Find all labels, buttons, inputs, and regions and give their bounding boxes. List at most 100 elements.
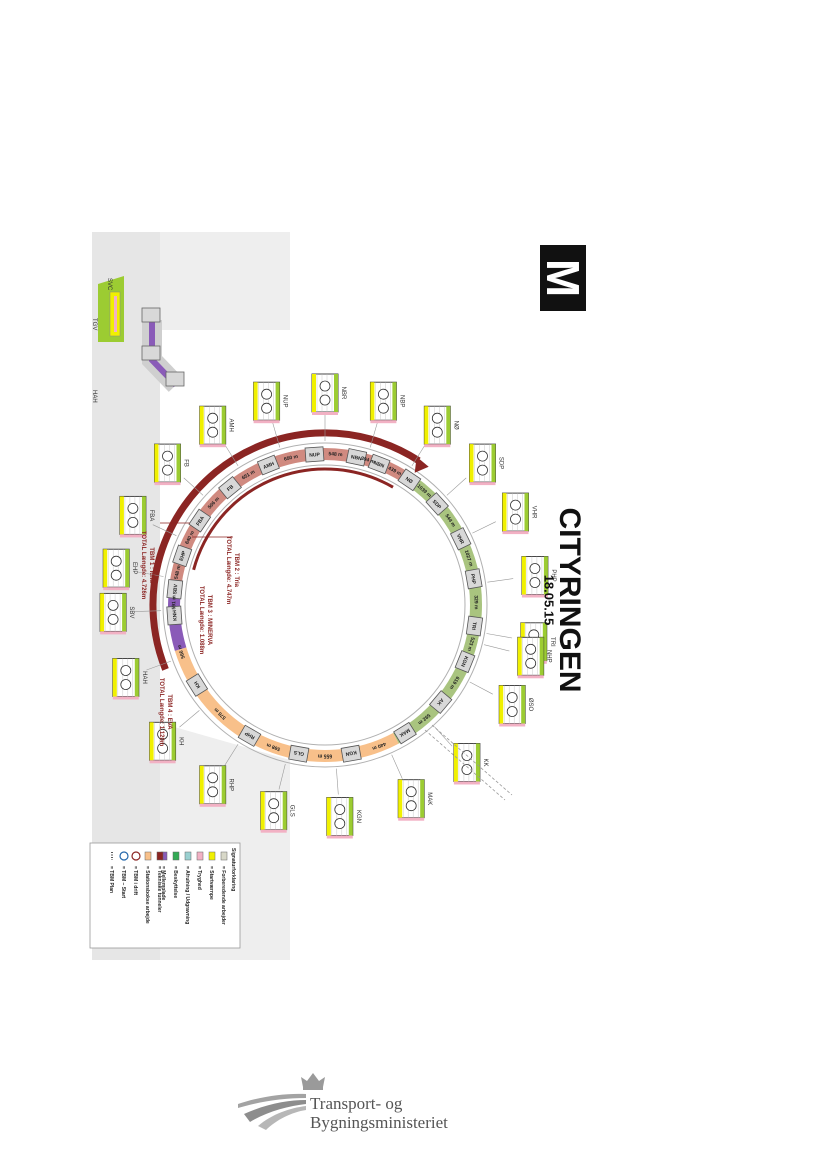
station-shaft: NØ <box>423 405 458 448</box>
legend-swatch <box>196 851 204 861</box>
ring-station-label: NBN <box>350 454 362 462</box>
ring-station: AMH <box>256 454 280 476</box>
distance-label: 640 m <box>184 530 196 546</box>
ring-station-label: VHR <box>455 533 465 545</box>
legend-swatch <box>119 851 129 861</box>
station-shaft-label: AMH <box>228 419 234 432</box>
station-shaft: SDP <box>469 443 504 486</box>
station-shaft-label: NØ <box>452 421 458 430</box>
legend-item-label: = Afrulning / Udgravning <box>184 866 190 924</box>
ring-station-label: KNH <box>172 609 179 621</box>
station-shaft: EHP <box>102 548 137 591</box>
green-segment <box>393 476 482 744</box>
ring-station: SDP <box>425 492 449 516</box>
tbm-note-2: TBM 2 : Tria TOTAL Længde: 4.747m <box>225 536 239 604</box>
branch-station-knb <box>165 371 185 387</box>
legend-swatch <box>172 851 180 861</box>
station-shaft: HAH <box>112 658 147 700</box>
station-shaft-label: EHP <box>131 562 137 574</box>
branch-line: TGV SVC HAH <box>91 276 185 403</box>
ring-station: RHP <box>237 724 262 747</box>
station-shaft-label: ØSO <box>527 698 533 712</box>
station-shaft: VHR <box>502 492 537 535</box>
station-shaft-label: PHP <box>550 569 556 581</box>
ring-station: NBN <box>345 448 368 467</box>
ring-station: KGN <box>340 744 362 763</box>
distance-label: 548 m <box>173 564 182 580</box>
ring-station-label: FBA <box>195 515 206 527</box>
station-shaft: PHP <box>521 556 556 598</box>
ring-station-label: NØ <box>404 476 414 485</box>
legend-swatch <box>208 851 216 861</box>
station-shaft-label: KK <box>482 758 488 766</box>
branch-station-tgv <box>141 307 161 323</box>
station-shafts: SBVEHPFBAFBAMHNUPNBRNBPNØSDPVHRPHPTRIØSO… <box>99 373 556 839</box>
ring-station: SBV <box>166 579 184 600</box>
station-shaft-label: FB <box>183 459 189 467</box>
station-shaft-label: NBP <box>398 395 404 407</box>
ring-station-label: TRI <box>470 621 477 630</box>
svg-text:TOTAL Længde: 1.088m: TOTAL Længde: 1.088m <box>198 586 204 654</box>
ring-station-label: PHP <box>469 573 477 585</box>
station-shaft-label: SDP <box>498 457 504 469</box>
ring-station-label: KGN <box>459 655 469 668</box>
ring-station-label: GLS <box>293 749 305 757</box>
station-shaft-label: FBA <box>148 510 154 522</box>
ring-station-label: SBV <box>172 583 179 595</box>
ring-station-label: NBN <box>373 460 386 470</box>
ministry-line2: Bygningsministeriet <box>310 1113 448 1132</box>
svg-text:TBM 3 : MINERVA: TBM 3 : MINERVA <box>206 595 212 646</box>
legend-title: Signaturforklaring <box>230 848 236 891</box>
legend-item-label: = TBM Plan <box>108 866 114 893</box>
station-shaft: FBA <box>119 495 154 538</box>
ring-station: KNH <box>166 605 183 626</box>
legend-item-label: = TBM – Start <box>120 866 126 898</box>
distance-label: 1027 m <box>463 549 474 568</box>
legend-swatch <box>156 851 164 861</box>
branch-shaft-hah: HAH <box>91 390 97 403</box>
metro-logo: M <box>537 245 589 311</box>
station-shaft: KH <box>149 721 184 764</box>
station-shaft-label: VHR <box>531 506 537 519</box>
station-shaft: NUP <box>253 381 288 424</box>
ring-station: KH <box>185 673 209 697</box>
ring-station: TRI <box>465 615 484 637</box>
tbm1-arrowhead <box>414 456 429 473</box>
ring-station: PHP <box>464 568 483 590</box>
station-shaft: KGN <box>326 797 361 839</box>
ring-station-label: SDP <box>431 499 443 511</box>
ministry-line1: Transport- og <box>310 1094 403 1113</box>
legend-swatch <box>144 851 152 861</box>
ministry-logo: Transport- og Bygningsministeriet <box>238 1073 448 1132</box>
distance-label: 598 m <box>265 741 281 752</box>
station-shaft-label: NUP <box>282 395 288 408</box>
tbm-note-4: TBM 4 : EVA TOTAL Længde: 1.120m <box>158 678 172 746</box>
legend-swatch <box>220 851 228 861</box>
metro-logo-text: M <box>537 259 589 297</box>
distance-label: 394 m <box>360 456 376 466</box>
ring-station-label: FB <box>226 484 235 493</box>
distance-label: 523 m <box>466 636 476 652</box>
station-shaft-label: GLS <box>289 805 295 817</box>
legend-item-label: = Tekniske tunneler <box>156 866 162 913</box>
station-shaft: GLS <box>260 791 295 833</box>
distance-label: 655 m <box>317 753 332 759</box>
distance-label: 548 m <box>328 451 343 458</box>
station-shaft: ØSO <box>498 685 533 727</box>
crown-icon <box>301 1073 325 1090</box>
ring-station-label: MAK <box>398 727 411 738</box>
legend-item-label: = Forberedende arbejder <box>220 866 226 925</box>
ring-station: EHP <box>172 544 193 568</box>
legend-item-label: = Beskyttelse <box>172 866 178 898</box>
svg-text:TBM 4 : EVA: TBM 4 : EVA <box>166 694 172 730</box>
distance-label: 566 m <box>176 643 186 659</box>
svg-text:TOTAL Længde: 4.747m: TOTAL Længde: 4.747m <box>225 536 231 604</box>
svg-text:TBM 2 : Tria: TBM 2 : Tria <box>233 553 239 588</box>
station-shaft-label: KGN <box>355 810 361 823</box>
branch-station-hah <box>141 345 161 361</box>
station-shaft: KK <box>453 743 488 785</box>
ring-station: VHR <box>449 527 472 551</box>
distance-label: 440 m <box>371 740 387 751</box>
